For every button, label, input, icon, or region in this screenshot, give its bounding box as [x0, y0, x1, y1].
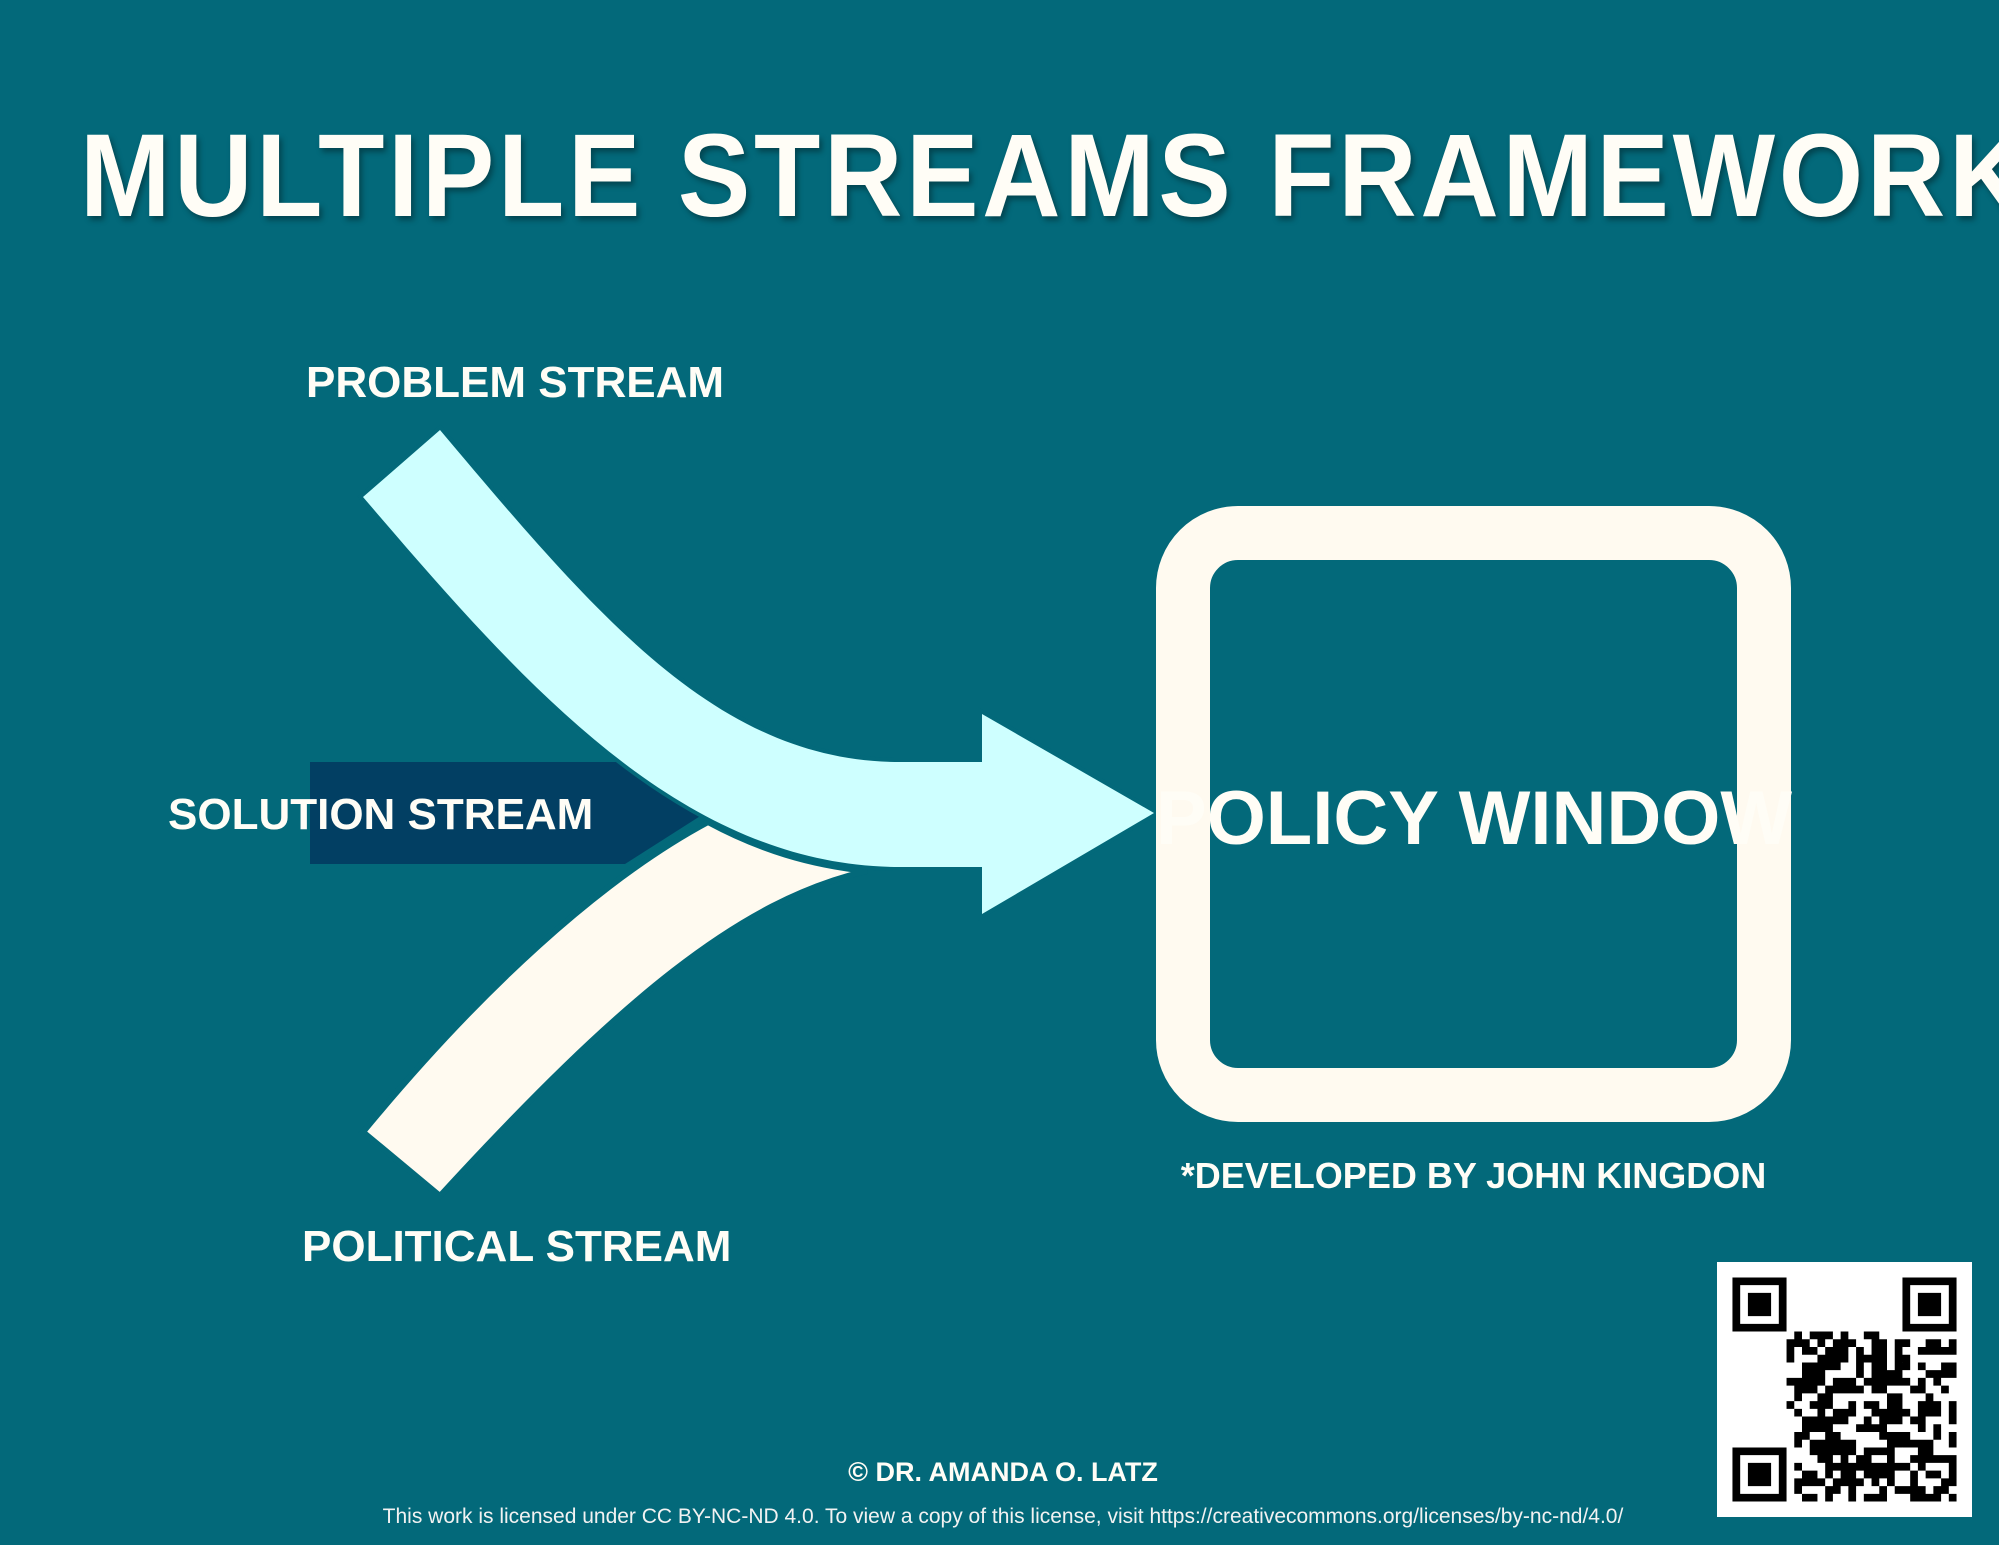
solution-stream-arrow: [310, 762, 705, 864]
qr-code[interactable]: [1717, 1262, 1972, 1517]
page-title: Multiple Streams Framework*: [79, 110, 1999, 242]
footnote: *Developed by John Kingdon: [1180, 1155, 1767, 1196]
political-stream-label: Political Stream: [302, 1222, 732, 1271]
policy-window-label: Policy Window: [1156, 776, 1793, 861]
problem-stream-arrow: [357, 424, 1162, 921]
qr-modules: [1732, 1277, 1957, 1502]
license-text: This work is licensed under CC BY-NC-ND …: [382, 1505, 1624, 1528]
solution-stream-label: Solution Stream: [168, 790, 594, 839]
problem-stream-label: Problem Stream: [306, 358, 724, 407]
policy-window-frame: [1156, 506, 1791, 1122]
political-stream-arrow: [358, 818, 868, 1201]
qr-code-pattern: [1732, 1277, 1957, 1502]
copyright: © Dr. Amanda O. Latz: [848, 1457, 1158, 1487]
